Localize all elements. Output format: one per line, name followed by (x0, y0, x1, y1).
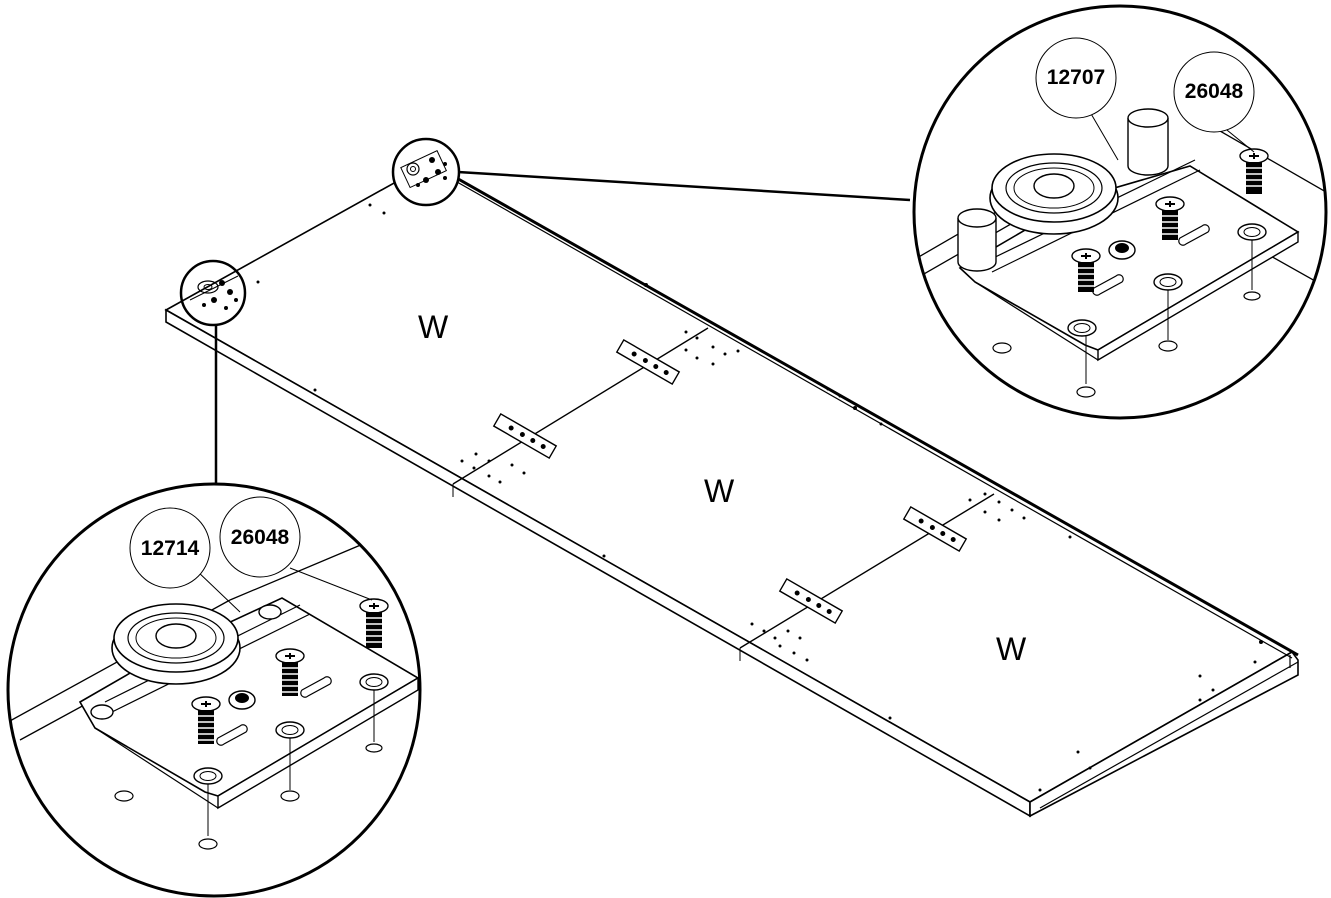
corner-marker-top (391, 137, 461, 207)
part-callout-26048-bottom: 26048 (231, 526, 290, 549)
detail-view-top-right: 12707 26048 (912, 4, 1328, 420)
panel-seams (452, 327, 995, 661)
board-assembly: W W W (164, 161, 1299, 818)
part-callout-12707: 12707 (1047, 66, 1105, 89)
panel-label-3: W (996, 631, 1027, 667)
panel-label-1: W (418, 309, 449, 345)
part-callout-26048: 26048 (1185, 80, 1244, 103)
screw-icon (275, 648, 305, 696)
corner-marker-left (179, 259, 247, 327)
panel-label-2: W (704, 473, 735, 509)
part-callout-12714: 12714 (141, 537, 200, 560)
detail-view-bottom-left: 12714 26048 (6, 482, 422, 898)
screw-icon (1071, 248, 1101, 292)
screw-icon (359, 598, 389, 648)
screw-icon (1155, 196, 1185, 240)
hole-dots (256, 203, 1263, 792)
screw-icon (191, 696, 221, 744)
connector-plates (492, 338, 968, 625)
leader-lines (214, 170, 911, 484)
screw-icon (1239, 148, 1269, 194)
